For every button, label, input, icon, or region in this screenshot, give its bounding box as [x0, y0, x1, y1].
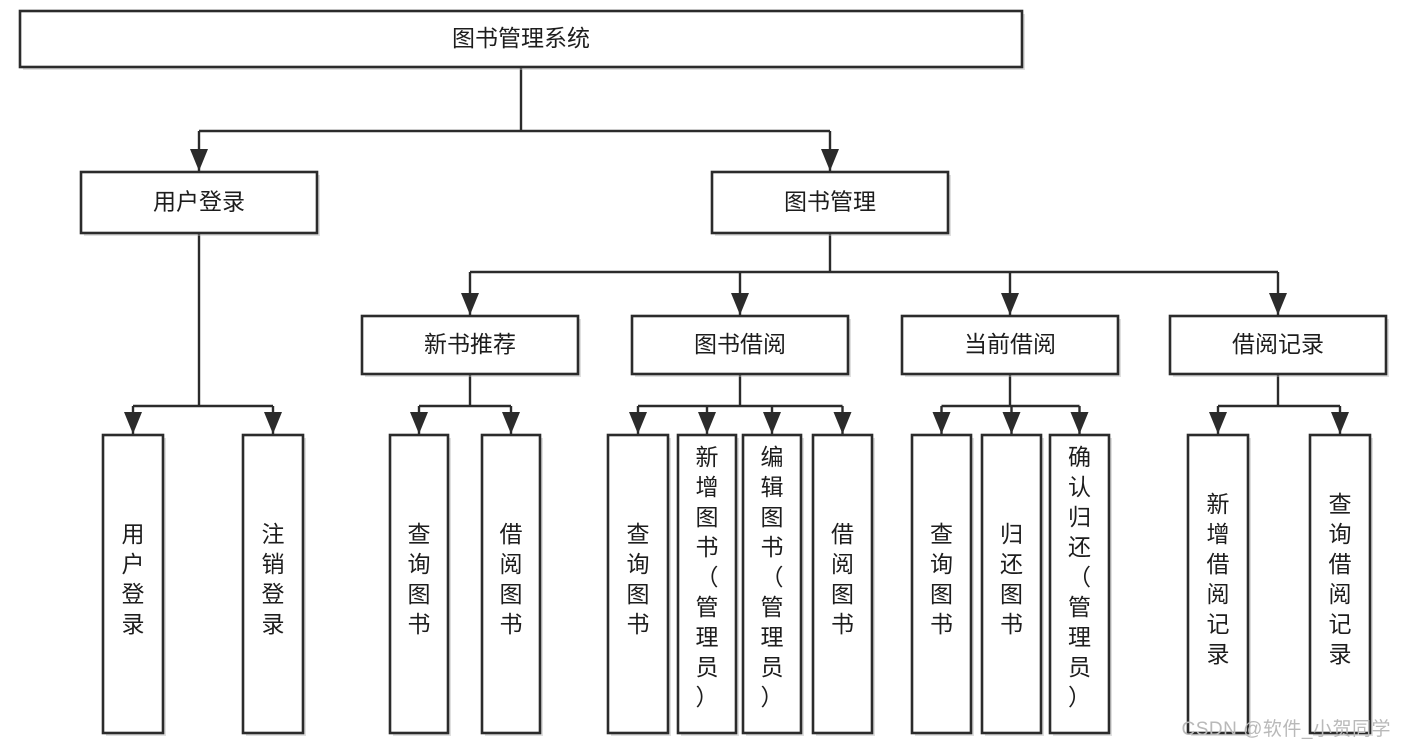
arrow-head-icon [1331, 412, 1349, 434]
node-level3-borrow-record[interactable]: 借阅记录 [1168, 314, 1389, 377]
arrow-head-icon [502, 412, 520, 434]
node-leaf-leaf-add-record[interactable]: 新增借阅记录 [1186, 433, 1251, 736]
node-label-vertical: 用户登录 [122, 521, 145, 637]
arrow-head-icon [264, 412, 282, 434]
arrow-head-icon [124, 412, 142, 434]
arrow-head-icon [1209, 412, 1227, 434]
node-root[interactable]: 图书管理系统 [18, 9, 1025, 70]
node-level2-user-login[interactable]: 用户登录 [79, 170, 320, 236]
node-box[interactable] [1186, 433, 1250, 735]
node-level2-book-manage[interactable]: 图书管理 [710, 170, 951, 236]
node-leaf-leaf-borrow-book-1[interactable]: 借阅图书 [480, 433, 543, 736]
node-box[interactable] [676, 433, 738, 735]
node-box[interactable] [360, 314, 580, 376]
node-box[interactable] [79, 170, 319, 235]
node-box[interactable] [101, 433, 165, 735]
node-level3-book-borrow[interactable]: 图书借阅 [630, 314, 851, 377]
node-box[interactable] [241, 433, 305, 735]
node-box[interactable] [980, 433, 1043, 735]
node-label-vertical: 查询借阅记录 [1329, 491, 1352, 667]
node-leaf-leaf-return-book[interactable]: 归还图书 [980, 433, 1044, 736]
node-box[interactable] [480, 433, 542, 735]
arrow-head-icon [461, 293, 479, 315]
node-label-vertical: 编辑图书（管理员） [761, 444, 784, 710]
arrow-head-icon [629, 412, 647, 434]
arrow-head-icon [190, 149, 208, 171]
arrow-head-icon [833, 412, 852, 434]
node-leaf-leaf-user-login[interactable]: 用户登录 [101, 433, 166, 736]
node-label: 借阅记录 [1232, 331, 1324, 357]
node-leaf-leaf-user-logout[interactable]: 注销登录 [241, 433, 306, 736]
node-label-vertical: 新增借阅记录 [1207, 491, 1230, 667]
node-label-vertical: 归还图书 [1000, 521, 1023, 637]
node-label-vertical: 注销登录 [262, 521, 285, 637]
node-box[interactable] [1168, 314, 1388, 376]
node-leaf-leaf-query-book-1[interactable]: 查询图书 [388, 433, 451, 736]
arrow-head-icon [410, 412, 428, 434]
arrow-head-icon [731, 293, 749, 315]
node-leaf-leaf-confirm-return[interactable]: 确认归还（管理员） [1048, 433, 1112, 736]
node-label: 图书管理系统 [452, 25, 590, 51]
node-label-vertical: 查询图书 [930, 521, 953, 637]
node-box[interactable] [741, 433, 803, 735]
arrow-head-icon [1070, 412, 1089, 434]
node-level3-current-borrow[interactable]: 当前借阅 [900, 314, 1121, 377]
node-box[interactable] [630, 314, 850, 376]
node-level3-new-book-recommend[interactable]: 新书推荐 [360, 314, 581, 377]
node-box[interactable] [710, 170, 950, 235]
csdn-watermark: CSDN @软件_小贺同学 [1181, 719, 1391, 740]
node-box[interactable] [1308, 433, 1372, 735]
node-box[interactable] [18, 9, 1024, 69]
node-label: 当前借阅 [964, 331, 1056, 357]
node-box[interactable] [388, 433, 450, 735]
node-label-vertical: 借阅图书 [831, 521, 854, 637]
node-box[interactable] [900, 314, 1120, 376]
arrow-head-icon [763, 412, 781, 434]
node-leaf-leaf-add-book[interactable]: 新增图书（管理员） [676, 433, 739, 736]
arrow-head-icon [1002, 412, 1021, 434]
node-leaf-leaf-query-book-3[interactable]: 查询图书 [910, 433, 974, 736]
node-label-vertical: 新增图书（管理员） [696, 444, 719, 710]
arrow-head-icon [932, 412, 951, 434]
node-label-vertical: 借阅图书 [500, 521, 523, 637]
node-label-vertical: 确认归还（管理员） [1068, 444, 1091, 710]
arrow-head-icon [1269, 293, 1287, 315]
node-leaf-leaf-borrow-book-2[interactable]: 借阅图书 [811, 433, 875, 736]
node-box[interactable] [910, 433, 973, 735]
node-label-vertical: 查询图书 [408, 521, 431, 637]
arrow-head-icon [1001, 293, 1019, 315]
arrow-head-icon [821, 149, 839, 171]
node-leaf-leaf-query-book-2[interactable]: 查询图书 [606, 433, 671, 736]
node-label-vertical: 查询图书 [627, 521, 650, 637]
node-label: 图书借阅 [694, 331, 786, 357]
node-leaf-leaf-query-record[interactable]: 查询借阅记录 [1308, 433, 1373, 736]
node-box[interactable] [606, 433, 670, 735]
node-label: 图书管理 [784, 189, 876, 215]
node-leaf-leaf-edit-book[interactable]: 编辑图书（管理员） [741, 433, 804, 736]
node-label: 新书推荐 [424, 331, 516, 357]
node-box[interactable] [1048, 433, 1111, 735]
arrow-head-icon [698, 412, 716, 434]
node-box[interactable] [811, 433, 874, 735]
node-label: 用户登录 [153, 189, 245, 215]
